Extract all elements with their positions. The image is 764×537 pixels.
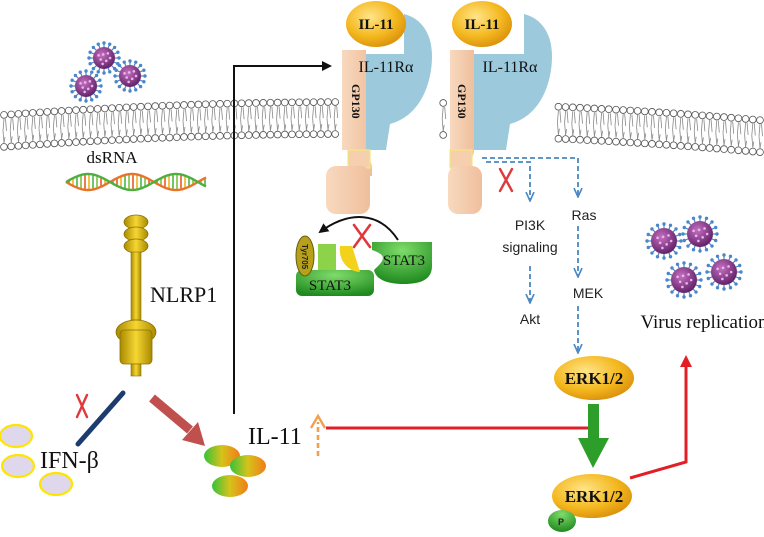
stat3-left-neck (318, 244, 336, 270)
virus-particle (645, 222, 683, 260)
nlrp1-label: NLRP1 (150, 282, 217, 307)
virus-particle (681, 215, 719, 253)
il11ra-left-label: IL-11Rα (359, 59, 415, 76)
coronavirus-icon (69, 41, 147, 103)
gp130-right-joint (449, 149, 473, 169)
erk-top-label: ERK1/2 (565, 369, 624, 388)
stat3-right (372, 242, 432, 284)
stat3-right-label: STAT3 (383, 253, 425, 269)
gp130-left-cyto (326, 166, 370, 214)
stat3-complex: Tyr705 STAT3 STAT3 (295, 216, 432, 296)
pi3k-label-line2: signaling (502, 239, 557, 255)
tyr705-label: Tyr705 (300, 244, 309, 270)
virus-replication-label: Virus replication (640, 312, 764, 333)
akt-label: Akt (520, 311, 540, 327)
signaling-dashed-arrows (482, 157, 578, 352)
gp130-left-joint (347, 149, 371, 169)
il11ra-right-label: IL-11Rα (483, 59, 539, 76)
virus-particle (69, 69, 103, 103)
il11-ralpha-right (466, 14, 552, 150)
erk-to-replication-arrow (629, 355, 692, 480)
phospho-label: P (558, 517, 564, 527)
coronavirus-icon (645, 215, 743, 299)
il11-inhibits-erk (326, 412, 596, 444)
virus-particle (665, 261, 703, 299)
x-mark-icon (352, 223, 372, 249)
il11-ralpha-left (346, 14, 432, 150)
erk-bottom-label: ERK1/2 (565, 487, 624, 506)
stat3-left-wedge (339, 246, 360, 272)
virus-particle (87, 41, 121, 75)
il11-output-label: IL-11 (248, 424, 302, 450)
tyr705-site (295, 235, 315, 277)
erk-unphosphorylated (554, 356, 634, 400)
gp130-right-upper (450, 50, 474, 168)
nlrp1-protein (115, 214, 157, 377)
pi3k-label-line1: PI3K (515, 217, 546, 233)
dsrna-label: dsRNA (86, 148, 138, 167)
il11-upregulation-arrow (309, 413, 327, 456)
ifn-beta-label: IFN-β (40, 448, 99, 474)
ifn-beta-molecules (0, 423, 74, 497)
dsrna-helix-icon (65, 172, 207, 192)
erk-phosphorylation-arrow (578, 404, 609, 468)
receptor-right: GP130 IL-11Rα IL-11 (448, 1, 552, 214)
il11-ligand-left-label: IL-11 (358, 17, 393, 33)
gp130-right-label: GP130 (455, 84, 469, 119)
nlrp1-il11-arrow (149, 394, 205, 446)
virus-particle (113, 59, 147, 93)
stat3-phospho-arrow (318, 216, 399, 241)
il11-ligand-left (346, 1, 406, 47)
nlrp1-ifn-line (75, 390, 126, 447)
receptor-left: GP130 IL-11Rα IL-11 (326, 1, 432, 214)
virus-particle (705, 253, 743, 291)
erk-phosphorylated (552, 474, 632, 518)
x-mark-icon (498, 167, 514, 193)
phospho-group (548, 510, 576, 532)
mek-label: MEK (573, 285, 604, 301)
gp130-left-label: GP130 (349, 84, 363, 119)
cell-membrane (0, 98, 764, 156)
stat3-left (296, 270, 374, 296)
x-mark-icon (75, 393, 89, 419)
il11-ligand-right (452, 1, 512, 47)
il11-ligand-right-label: IL-11 (464, 17, 499, 33)
il11-to-receptor-arrow (233, 61, 332, 414)
stat3-left-label: STAT3 (309, 278, 351, 294)
gp130-left-upper (342, 50, 372, 176)
gp130-right-cyto (448, 166, 482, 214)
ras-label: Ras (572, 207, 597, 223)
il11-molecules (204, 445, 266, 497)
